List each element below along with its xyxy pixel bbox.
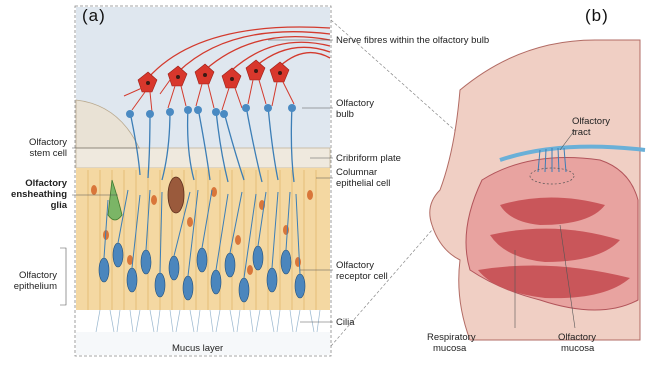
label-receptor-line1: Olfactory	[336, 260, 374, 271]
label-stem-cell-line2: stem cell	[30, 148, 67, 159]
label-epithelium-line2: epithelium	[14, 281, 57, 292]
label-bulb-line2: bulb	[336, 109, 354, 120]
label-olf-mucosa-line1: Olfactory	[558, 332, 596, 343]
label-tract-line1: Olfactory	[572, 116, 610, 127]
label-glia-line1: Olfactory	[25, 178, 67, 189]
label-cilia: Cilia	[336, 317, 354, 328]
label-tract-line2: tract	[572, 127, 590, 138]
label-nerve-fibres: Nerve fibres within the olfactory bulb	[336, 35, 489, 46]
label-olf-mucosa-line2: mucosa	[561, 343, 594, 354]
label-respiratory-line1: Respiratory	[427, 332, 476, 343]
label-epithelium-line1: Olfactory	[19, 270, 57, 281]
label-columnar-line2: epithelial cell	[336, 178, 390, 189]
panel-a-label: (a)	[82, 6, 106, 26]
label-mucus: Mucus layer	[172, 343, 223, 354]
label-glia-line2: ensheathing	[11, 189, 67, 200]
panel-b-label: (b)	[585, 6, 609, 26]
label-glia-line3: glia	[51, 200, 67, 211]
label-bulb-line1: Olfactory	[336, 98, 374, 109]
panel-b-diagram	[430, 40, 645, 340]
label-cribriform: Cribriform plate	[336, 153, 401, 164]
label-stem-cell-line1: Olfactory	[29, 137, 67, 148]
cilia	[96, 310, 320, 332]
panel-a-diagram	[60, 6, 333, 356]
stem-cell	[168, 177, 184, 213]
label-columnar-line1: Columnar	[336, 167, 377, 178]
label-respiratory-line2: mucosa	[433, 343, 466, 354]
label-receptor-line2: receptor cell	[336, 271, 388, 282]
